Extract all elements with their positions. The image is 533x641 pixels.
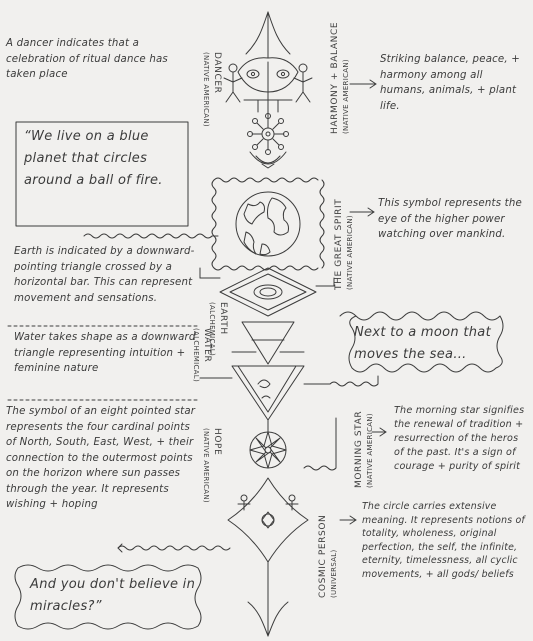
circle-note: The circle carries extensive meaning. It…: [362, 501, 525, 580]
wavy-arrow-water: [329, 375, 379, 387]
earth-triangle-symbol: [231, 321, 305, 365]
water-note: Water takes shape as a downward triangle…: [14, 332, 196, 374]
label-harmony-title: HARMONY + BALANCE: [330, 21, 340, 134]
great-spirit-symbol: [211, 177, 325, 271]
label-water-origin: (ALCHEMICAL): [192, 328, 200, 383]
cosmic-person-symbol: [227, 477, 309, 601]
quote-planet-frame: [15, 121, 189, 227]
wavy-arrow-morning-star: [303, 417, 337, 471]
label-hope-origin: (NATIVE AMERICAN): [202, 428, 210, 503]
star-note: The symbol of an eight pointed star repr…: [6, 406, 196, 510]
dancer-note: A dancer indicates that a celebration of…: [6, 38, 168, 80]
label-water-title: WATER: [202, 328, 212, 363]
earth-note: Earth is indicated by a downward-pointin…: [14, 246, 195, 304]
label-harmony: HARMONY + BALANCE (NATIVE AMERICAN): [330, 22, 352, 134]
quote-planet: “We live on a blue planet that circles a…: [24, 129, 163, 188]
label-harmony-origin: (NATIVE AMERICAN): [342, 59, 350, 134]
wavy-arrow-cosmic: [117, 545, 231, 551]
label-hope-title: HOPE: [212, 428, 222, 456]
label-morning-star: MORNING STAR (NATIVE AMERICAN): [354, 411, 376, 488]
harmony-note: Striking balance, peace, + harmony among…: [380, 54, 521, 112]
wavy-arrow-earth: [83, 233, 219, 239]
quote-moon-frame: [339, 311, 504, 373]
label-great-spirit-origin: (NATIVE AMERICAN): [346, 215, 354, 290]
pointer-arrows: [339, 79, 387, 525]
label-cosmic-person-title: COSMIC PERSON: [318, 514, 328, 598]
harmony-symbol: [247, 113, 289, 169]
dancer-symbol: [223, 57, 313, 119]
hope-star-symbol: [249, 419, 287, 469]
label-great-spirit: THE GREAT SPIRIT (NATIVE AMERICAN): [334, 199, 356, 290]
morning-star-note: The morning star signifies the renewal o…: [394, 405, 525, 472]
label-dancer: DANCER (NATIVE AMERICAN): [200, 52, 222, 127]
label-cosmic-person: COSMIC PERSON (UNIVERSAL): [318, 515, 340, 598]
label-dancer-origin: (NATIVE AMERICAN): [202, 52, 210, 127]
label-water: WATER (ALCHEMICAL): [190, 328, 212, 382]
top-arrow: [245, 11, 291, 59]
label-dancer-title: DANCER: [212, 52, 222, 94]
label-earth-title: EARTH: [218, 302, 228, 335]
quote-miracles-frame: [14, 564, 202, 630]
water-triangle-symbol: [199, 365, 331, 421]
label-morning-star-origin: (NATIVE AMERICAN): [366, 413, 374, 488]
label-hope: HOPE (NATIVE AMERICAN): [200, 428, 222, 503]
eye-symbol: [199, 267, 335, 317]
label-cosmic-person-origin: (UNIVERSAL): [330, 549, 338, 598]
label-great-spirit-title: THE GREAT SPIRIT: [334, 198, 344, 290]
bottom-arrow: [247, 599, 289, 637]
quote-moon: Next to a moon that moves the sea...: [354, 325, 491, 362]
quote-miracles: And you don't believe in miracles?”: [30, 577, 196, 614]
spirit-note: This symbol represents the eye of the hi…: [378, 198, 522, 240]
label-morning-star-title: MORNING STAR: [354, 410, 364, 488]
